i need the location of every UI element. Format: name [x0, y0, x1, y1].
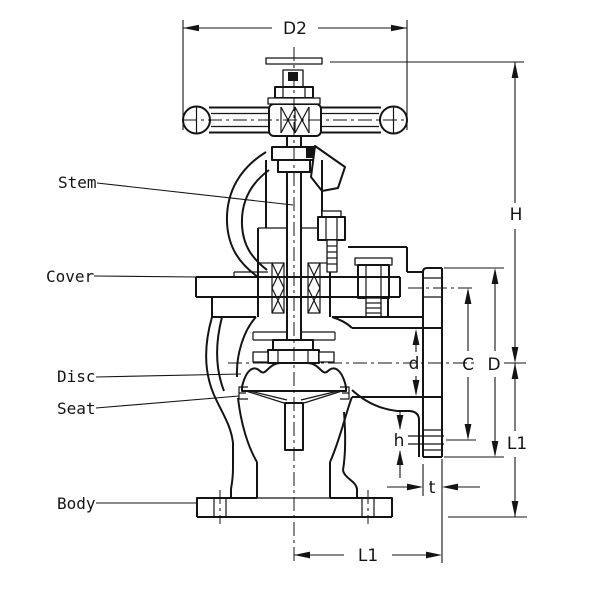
label-cover: Cover: [46, 267, 95, 286]
label-stem: Stem: [58, 173, 97, 192]
dim-label-d-bore: d: [409, 354, 420, 374]
dim-label-h-hole: h: [394, 431, 405, 451]
label-disc: Disc: [57, 367, 96, 386]
stem-pin: [288, 72, 298, 81]
dimension-l1-bottom: L1: [294, 459, 443, 566]
dim-label-h: H: [510, 205, 523, 225]
dimension-d2: D2: [182, 19, 408, 130]
dim-label-t: t: [429, 478, 436, 498]
yoke-bolt-shank: [326, 239, 338, 273]
leader-cover: [93, 275, 198, 278]
packing-rings-left: [271, 262, 285, 314]
leader-seat: [95, 395, 240, 409]
leader-disc: [95, 373, 242, 378]
label-body: Body: [57, 494, 96, 513]
yoke: [225, 151, 270, 278]
outlet-flange: [351, 267, 444, 458]
dim-label-l1-side: L1: [507, 434, 527, 454]
gland-set-screw: [306, 146, 315, 158]
leader-stem: [96, 182, 294, 206]
cover-flange: [195, 276, 423, 318]
flange-bolt-hole-bottom: [408, 429, 444, 451]
yoke-bolt-head: [317, 216, 346, 241]
dimension-d-bore: d: [409, 329, 420, 396]
flange-bolt-hole-top: [423, 277, 442, 298]
gland-lever: [310, 145, 346, 192]
cover-stud-bolt: [354, 257, 393, 318]
stem-collar: [272, 339, 314, 351]
dim-label-d-flange: D: [487, 355, 500, 375]
handwheel: [182, 103, 408, 137]
dim-label-c: C: [462, 355, 474, 375]
dimension-h: H: [330, 61, 526, 364]
yoke-bolt: [317, 210, 346, 273]
side-bracket: [348, 246, 423, 273]
dimension-l1-side: L1: [448, 363, 527, 518]
dimension-t: t: [387, 464, 480, 498]
part-labels: Stem Cover Disc Seat Body: [46, 173, 294, 513]
cover-bolt-head: [357, 264, 390, 299]
valve-body: [205, 316, 353, 471]
packing-rings-right: [307, 262, 321, 314]
dimension-h-hole: h: [394, 410, 405, 478]
dimension-c: C: [462, 288, 474, 440]
dimension-d-flange: D: [444, 267, 504, 458]
centerlines: [183, 47, 478, 563]
label-seat: Seat: [57, 399, 96, 418]
dim-label-d2: D2: [283, 19, 307, 39]
dim-label-l1-bottom: L1: [358, 546, 378, 566]
